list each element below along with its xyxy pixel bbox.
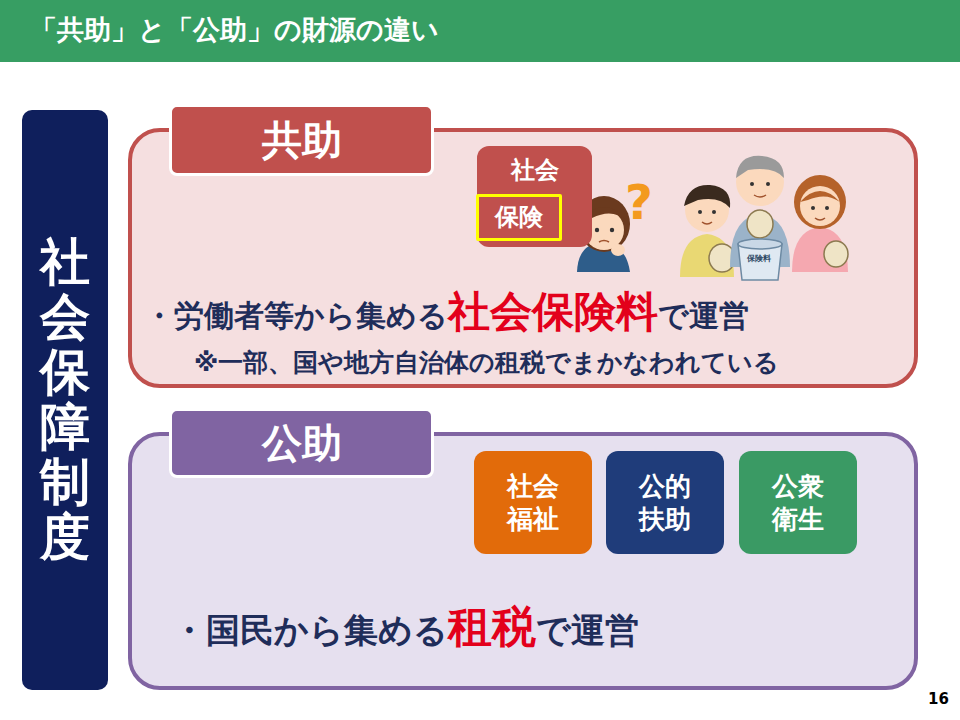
text-row: ・国民から集める租税で運営	[172, 598, 639, 657]
heading-tab: 共助	[169, 104, 434, 176]
box-text: 共助	[262, 116, 342, 164]
category-band: 社会保障制度	[22, 110, 108, 690]
panel-text: ※一部、国や地方自治体の租税でまかなわれている	[194, 346, 779, 379]
premium-bucket	[738, 239, 782, 280]
bucket-label: 保険料	[747, 253, 771, 264]
highlight-box: 保険	[476, 194, 562, 241]
box-text: 保険	[495, 203, 543, 232]
panel-text: ・国民から集める	[172, 608, 448, 654]
mutual-aid-panel: ・労働者等から集める社会保険料で運営※一部、国や地方自治体の租税でまかなわれてい…	[128, 128, 918, 388]
box-text: 公助	[262, 419, 342, 467]
page-number: 16	[928, 690, 949, 708]
page-title: 「共助」と「公助」の財源の違い	[30, 12, 439, 48]
box-text: 公的 扶助	[635, 470, 695, 535]
panel-text: で運営	[536, 608, 639, 654]
text-row: ※一部、国や地方自治体の租税でまかなわれている	[194, 346, 779, 379]
category-box: 公的 扶助	[606, 451, 724, 554]
woman	[792, 175, 848, 272]
box-text: 公衆 衛生	[768, 470, 828, 535]
public-aid-panel: ・国民から集める租税で運営公助社会 福祉公的 扶助公衆 衛生	[128, 432, 918, 690]
box-text: 社会保障制度	[40, 235, 90, 565]
boy	[680, 185, 735, 277]
text-row: ・労働者等から集める社会保険料で運営	[144, 284, 749, 340]
panel-text: 租税	[448, 598, 536, 657]
panel-text: ・労働者等から集める	[144, 296, 448, 337]
box-text: 社会 福祉	[503, 470, 563, 535]
heading-tab: 公助	[169, 408, 434, 478]
box-text: 社会	[511, 156, 559, 185]
category-box: 社会 福祉	[474, 451, 592, 554]
category-box: 公衆 衛生	[739, 451, 857, 554]
social-insurance-box: 社会保険	[477, 146, 592, 247]
question-mark: ?	[625, 174, 653, 230]
panel-text: 社会保険料	[448, 284, 658, 340]
panel-text: で運営	[658, 296, 749, 337]
